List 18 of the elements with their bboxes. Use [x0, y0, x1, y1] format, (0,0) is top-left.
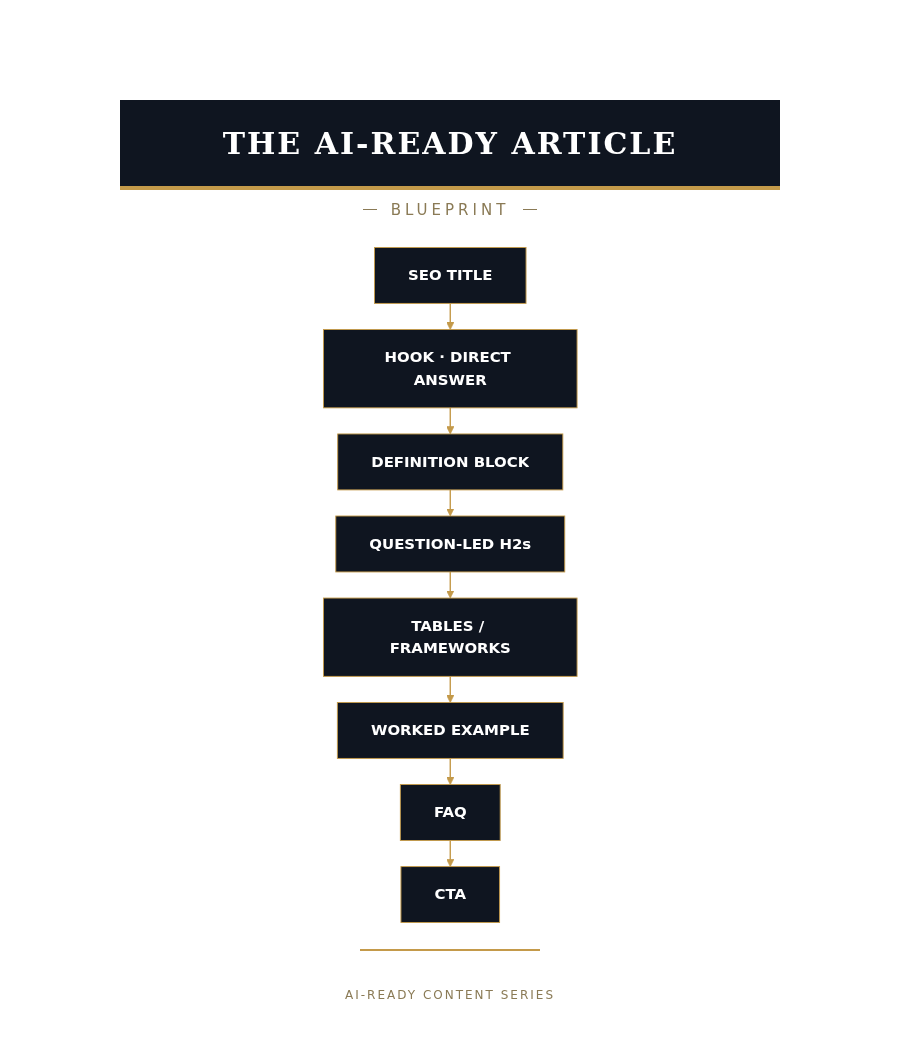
node-box: QUESTION-LED H2s — [335, 515, 565, 573]
node-box: HOOK · DIRECT ANSWER — [322, 329, 578, 409]
arrow — [445, 571, 455, 599]
caption: AI-READY CONTENT SERIES — [343, 988, 556, 1002]
arrow — [445, 489, 455, 517]
node-box: FAQ — [399, 784, 501, 841]
arrow — [445, 302, 455, 330]
node-box: CTA — [400, 866, 500, 923]
arrow — [445, 675, 455, 703]
node-box: TABLES / FRAMEWORKS — [322, 597, 578, 677]
arrow — [445, 839, 455, 867]
subtitle: BLUEPRINT — [390, 201, 510, 219]
arrow — [445, 757, 455, 785]
node-box: SEO TITLE — [373, 247, 527, 304]
title: THE AI-READY ARTICLE — [222, 125, 678, 161]
node-box: WORKED EXAMPLE — [336, 702, 564, 759]
arrow — [445, 407, 455, 435]
node-box: DEFINITION BLOCK — [336, 433, 564, 491]
